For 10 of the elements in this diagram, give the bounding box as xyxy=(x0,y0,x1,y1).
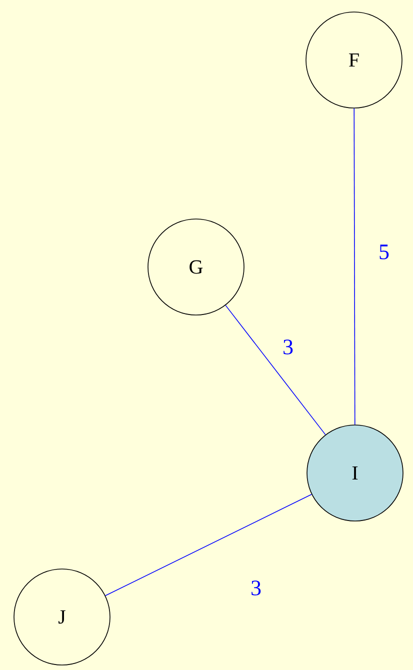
edge-line xyxy=(225,304,326,436)
edge-label: 5 xyxy=(380,244,389,260)
edge-line xyxy=(105,494,312,596)
edge-label: 3 xyxy=(284,340,293,354)
circle-node: G xyxy=(148,218,244,316)
circle-node: I xyxy=(306,424,404,522)
circle-node: F xyxy=(306,12,402,108)
circle-node: J xyxy=(14,568,110,666)
edge-label: 3 xyxy=(252,580,261,596)
edge-line xyxy=(354,108,356,425)
